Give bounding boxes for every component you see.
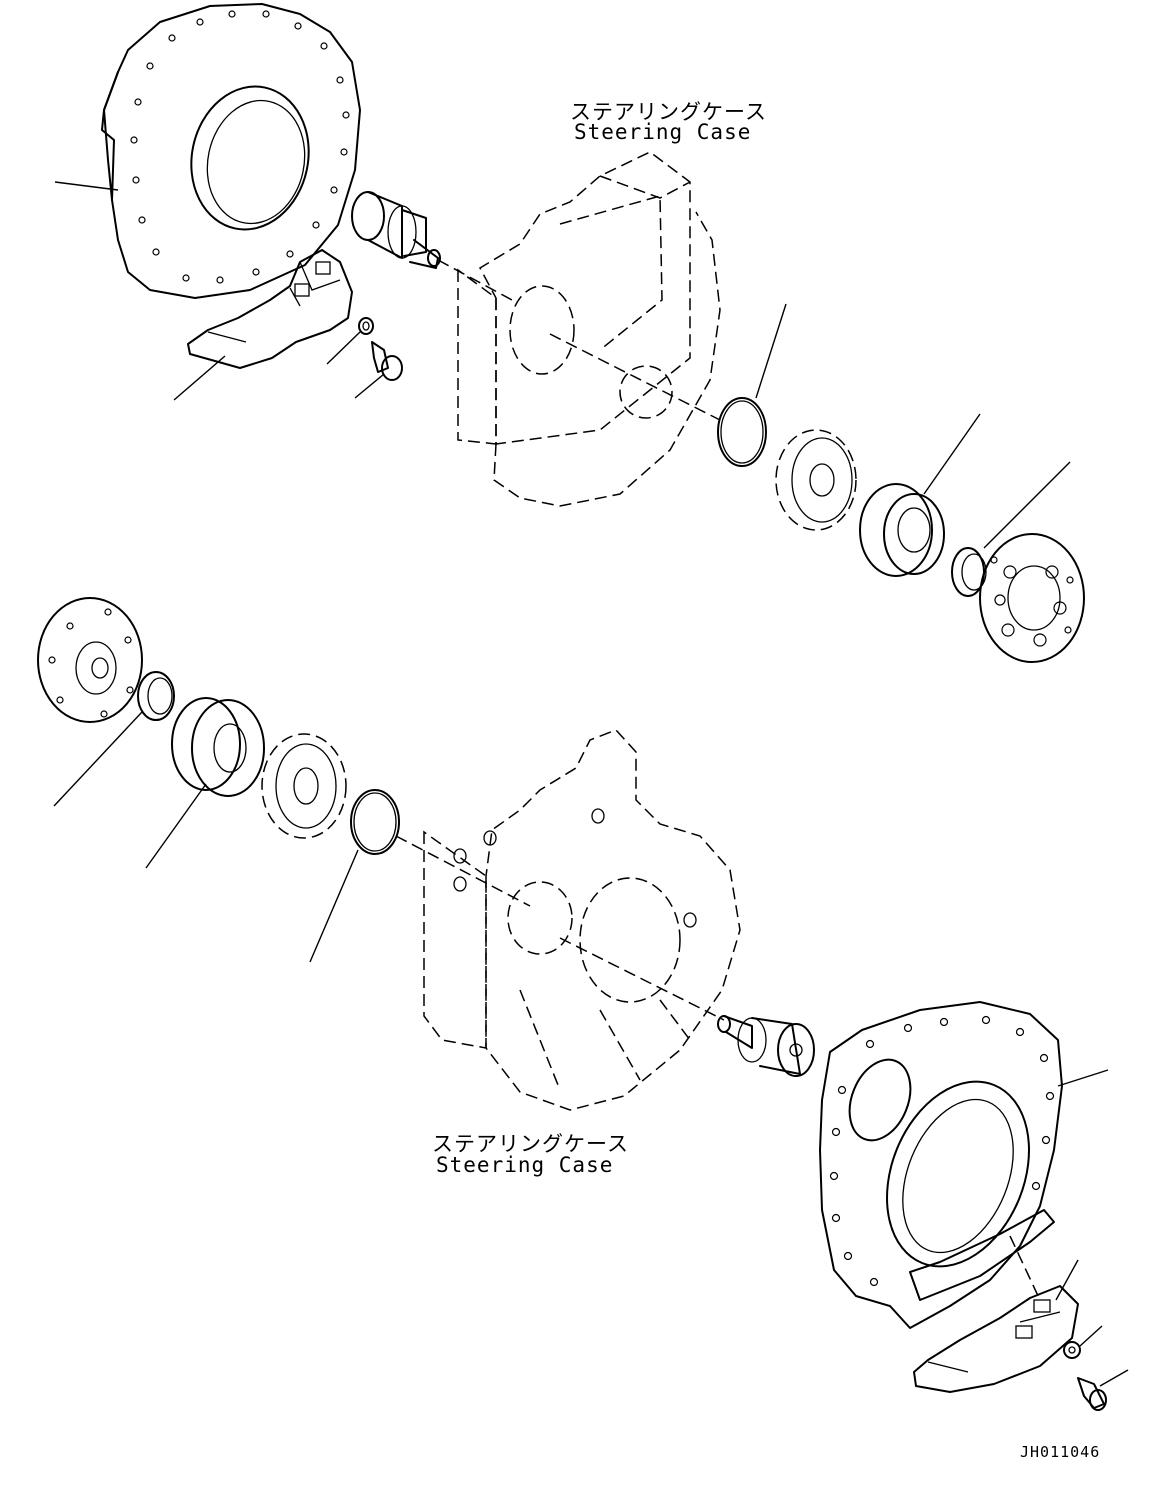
upper-bracket — [187, 249, 353, 369]
leader-upper-bolt — [354, 373, 385, 399]
leader-lower-bearing — [53, 711, 143, 807]
leader-upper-bearing — [983, 461, 1071, 549]
leader-lower-o-ring — [309, 849, 359, 963]
lower-o-ring — [350, 789, 400, 855]
leader-upper-housing — [54, 181, 119, 191]
axis-lower-bracket — [1009, 1235, 1041, 1301]
lower-shim-plate — [261, 733, 347, 839]
drawing-code: JH011046 — [1020, 1443, 1101, 1461]
axis-lower-case — [559, 937, 725, 1021]
upper-bolt — [371, 341, 403, 381]
upper-left-housing — [101, 3, 361, 299]
lower-bearing-retainer — [171, 697, 265, 797]
upper-right-flange — [979, 533, 1085, 663]
lower-case-label-en: Steering Case — [436, 1153, 614, 1177]
lower-steering-case — [423, 729, 741, 1111]
lower-right-housing — [819, 1001, 1063, 1329]
leader-lower-housing — [1057, 1069, 1109, 1087]
axis-lower-ring — [395, 835, 531, 907]
lower-bracket — [913, 1285, 1079, 1393]
lower-left-flange — [37, 597, 143, 723]
leader-upper-o-ring — [755, 303, 787, 399]
upper-case-label-en: Steering Case — [574, 120, 752, 144]
lower-washer — [1063, 1341, 1081, 1359]
leader-upper-washer — [326, 331, 361, 365]
upper-steering-case — [457, 151, 721, 507]
leader-lower-retainer — [145, 783, 207, 869]
lower-case-label-jp: ステアリングケース — [432, 1132, 629, 1156]
upper-shim-plate — [775, 429, 857, 531]
lower-bearing — [137, 671, 175, 721]
leader-upper-bracket — [173, 355, 226, 401]
leader-lower-bracket — [1055, 1259, 1079, 1301]
upper-washer — [358, 317, 374, 335]
upper-case-label-jp: ステアリングケース — [570, 100, 767, 124]
leader-lower-bolt — [1099, 1369, 1129, 1387]
leader-upper-retainer — [923, 413, 981, 495]
axis-upper-case — [549, 333, 721, 421]
leader-lower-washer — [1079, 1325, 1103, 1347]
upper-drive-shaft — [351, 191, 441, 269]
lower-drive-shaft — [717, 1015, 815, 1077]
upper-bearing-retainer — [859, 483, 945, 577]
lower-bolt — [1077, 1377, 1107, 1411]
upper-o-ring — [717, 397, 767, 467]
axis-upper-shaft — [437, 259, 513, 301]
